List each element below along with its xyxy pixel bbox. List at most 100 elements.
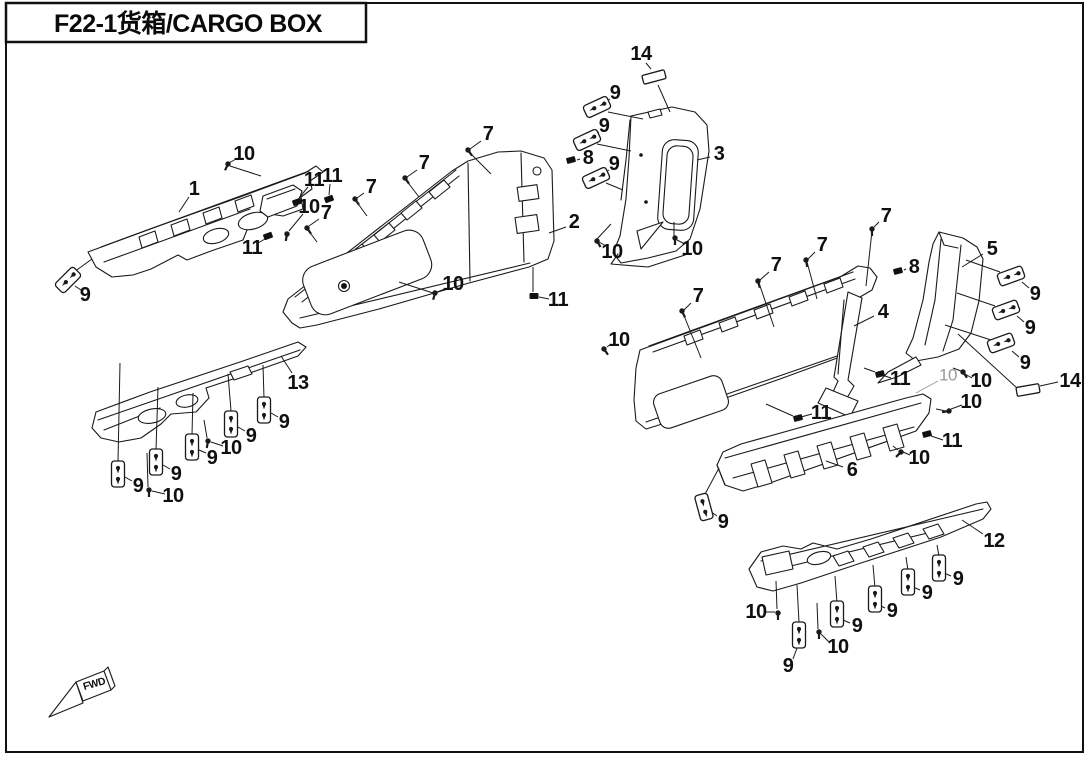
callout-label: 9	[953, 568, 964, 590]
plate-icon	[641, 69, 667, 85]
leader-line	[657, 84, 671, 113]
callout-label: 13	[287, 372, 309, 394]
leader-line	[203, 419, 208, 439]
callout-10: 10	[935, 391, 982, 414]
part-1-front-panel	[88, 166, 323, 277]
title-box	[4, 1, 368, 44]
rivet-h-icon	[572, 128, 602, 152]
callout-label: 7	[321, 202, 332, 224]
leader-line	[944, 324, 992, 341]
leader-line	[406, 169, 418, 178]
callout-label: 10	[970, 370, 992, 392]
leader-line	[1011, 350, 1020, 358]
callout-2: 2	[548, 211, 580, 234]
rivet-v-icon	[110, 460, 126, 488]
callout-12: 12	[961, 519, 1005, 552]
part-line	[717, 394, 931, 491]
callout-7: 7	[803, 234, 828, 300]
leader-line	[825, 460, 844, 468]
callout-7: 7	[465, 123, 494, 175]
callout-label: 9	[279, 411, 290, 433]
part-line	[883, 424, 904, 451]
leader-line	[237, 426, 246, 432]
leader-line	[270, 412, 279, 418]
part-line	[533, 167, 541, 175]
leader-line	[607, 111, 644, 120]
callout-8: 8	[893, 256, 920, 278]
page-border	[5, 2, 1084, 753]
screw-icon	[224, 161, 231, 171]
screw-icon	[601, 346, 609, 356]
clip-icon	[875, 370, 885, 378]
callout-label: 9	[1025, 317, 1036, 339]
leader-line	[696, 156, 711, 161]
rivet-v-icon	[829, 600, 845, 628]
leader-line	[703, 467, 720, 497]
callout-7: 7	[352, 176, 377, 217]
leader-line	[892, 445, 899, 451]
callout-11: 11	[292, 169, 325, 207]
leader-line	[853, 315, 875, 327]
callout-9: 9	[582, 82, 644, 120]
callout-9: 9	[829, 575, 863, 637]
leader-line	[538, 296, 550, 300]
callout-label: 11	[811, 402, 832, 424]
screw-icon	[941, 408, 952, 414]
clip-icon	[566, 156, 576, 164]
callout-6: 6	[825, 459, 858, 481]
part-line	[838, 300, 844, 374]
part-line	[751, 460, 772, 487]
part-line	[621, 120, 630, 200]
leader-line	[800, 413, 813, 418]
part-12-lower-rail-rh	[749, 502, 991, 591]
callout-7: 7	[304, 202, 332, 243]
callout-label: 7	[817, 234, 828, 256]
clip-icon	[793, 414, 803, 422]
part-line	[754, 304, 773, 319]
callout-13: 13	[280, 355, 309, 394]
screw-icon	[402, 175, 410, 185]
rivet-v-icon	[791, 621, 807, 649]
part-line	[104, 667, 115, 690]
part-line	[298, 226, 436, 319]
callout-label: 9	[852, 615, 863, 637]
callout-label: 7	[771, 254, 782, 276]
screw-icon	[594, 238, 602, 248]
screw-icon	[895, 449, 904, 458]
leader-line	[915, 380, 939, 394]
callout-9: 9	[956, 292, 1036, 339]
callout-label: 9	[718, 511, 729, 533]
part-line	[171, 219, 190, 236]
callout-label: 1	[189, 178, 200, 200]
rivet-h-icon	[582, 95, 612, 119]
callout-10: 10	[816, 602, 849, 658]
callout-9: 9	[256, 364, 290, 433]
part-line	[644, 200, 648, 204]
screw-icon	[465, 147, 473, 157]
leader-line	[965, 259, 1001, 273]
part-line	[863, 542, 884, 557]
leader-line	[816, 602, 819, 630]
part-line	[824, 278, 843, 293]
leader-line	[872, 564, 876, 589]
leader-line	[436, 288, 446, 293]
plate-icon	[1015, 383, 1041, 397]
leader-line	[155, 386, 159, 451]
callout-label: 9	[133, 475, 144, 497]
callout-10: 10	[745, 580, 781, 623]
leader-line	[228, 158, 237, 164]
part-line	[906, 232, 983, 361]
callout-label: 5	[987, 238, 998, 260]
callout-10: 10	[594, 223, 623, 263]
callout-label: 11	[890, 368, 911, 390]
clip-icon	[893, 267, 903, 275]
leader-line	[682, 312, 702, 359]
leader-line	[257, 238, 266, 244]
rivet-v-icon	[694, 492, 714, 522]
callout-label: 11	[322, 165, 343, 187]
callout-label: 10	[827, 636, 849, 658]
screw-icon	[869, 226, 875, 236]
callout-9: 9	[110, 362, 144, 497]
callout-label: 10	[681, 238, 703, 260]
callout-label: 12	[983, 530, 1005, 552]
